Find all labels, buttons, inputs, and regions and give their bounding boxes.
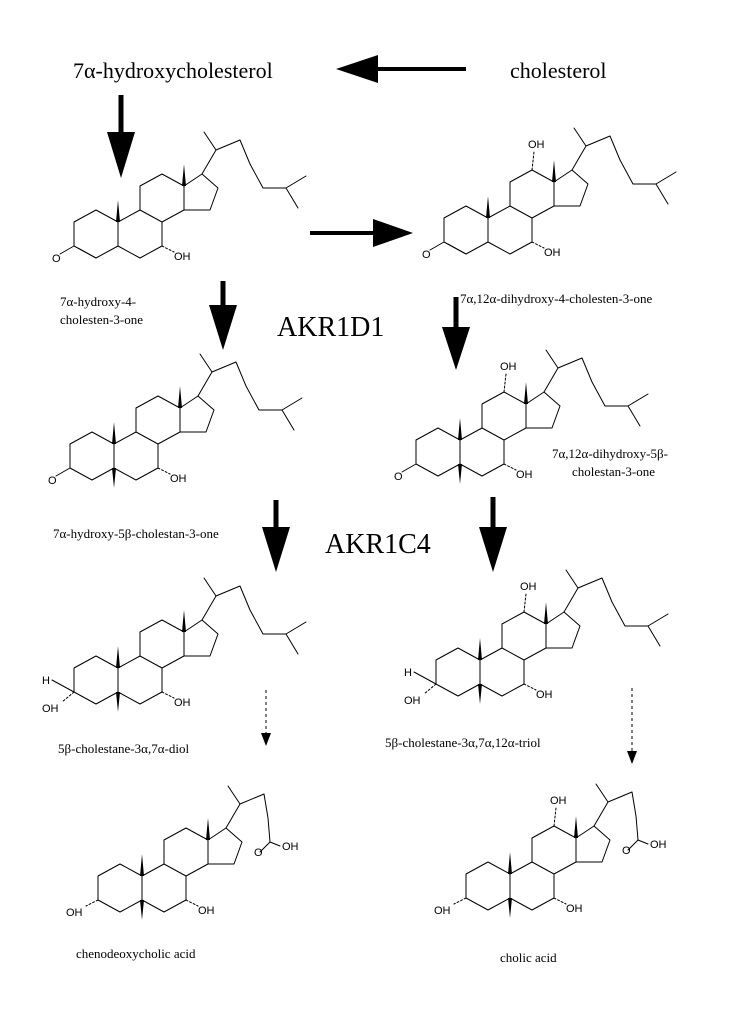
oxygen-atom: O <box>422 249 431 261</box>
oxygen-atom: O <box>622 845 631 857</box>
oxygen-atom: O <box>48 475 57 487</box>
c8-label: cholic acid <box>500 950 557 965</box>
c6-label: 5β-cholestane-3α,7α,12α-triol <box>385 735 541 750</box>
arrow-down-1 <box>107 95 135 178</box>
arrow-dashed-left <box>261 690 271 746</box>
c2-label: 7α,12α-dihydroxy-4-cholesten-3-one <box>460 291 653 306</box>
cholesterol-label: cholesterol <box>510 58 607 83</box>
hydroxyl-3-atom: OH <box>66 907 83 919</box>
c4-label-line1: 7α,12α-dihydroxy-5β- <box>552 446 668 461</box>
hydrogen-atom: H <box>404 667 412 679</box>
c3-label: 7α-hydroxy-5β-cholestan-3-one <box>53 526 219 541</box>
oxygen-atom: O <box>254 847 263 859</box>
hydroxyl-7-atom: OH <box>174 697 191 709</box>
hydroxyl-7-atom: OH <box>566 903 583 915</box>
hydroxycholesterol-label: 7α-hydroxycholesterol <box>73 58 273 83</box>
hydroxyl-3-atom: OH <box>434 905 451 917</box>
structure-5b-cholestane-3a-7a-12a-triol: H OH OH OH <box>404 569 669 707</box>
c7-label: chenodeoxycholic acid <box>76 946 196 961</box>
hydroxyl-12-atom: OH <box>520 581 537 593</box>
c1-label-line2: cholesten-3-one <box>60 312 143 327</box>
arrow-dashed-right <box>627 688 637 764</box>
hydroxyl-12-atom: OH <box>550 795 567 807</box>
hydroxyl-12-atom: OH <box>528 139 545 151</box>
hydroxyl-atom: OH <box>170 473 187 485</box>
c4-label-line2: cholestan-3-one <box>572 464 655 479</box>
arrow-down-akr1d1-right <box>442 297 470 370</box>
structure-cholic-acid: O OH OH OH OH <box>434 783 667 919</box>
structure-7a-12a-dihydroxy-5b-cholestan-3-one: O OH OH <box>394 349 649 484</box>
hydroxyl-acid-atom: OH <box>282 841 299 853</box>
hydroxyl-atom: OH <box>174 251 191 263</box>
arrow-down-akr1c4-left <box>262 500 290 572</box>
oxygen-atom: O <box>52 253 61 265</box>
enzyme-akr1d1-label: AKR1D1 <box>277 312 384 343</box>
c5-label: 5β-cholestane-3α,7α-diol <box>58 741 189 756</box>
structure-5b-cholestane-3a-7a-diol: H OH OH <box>42 577 307 715</box>
hydroxyl-atom: OH <box>516 469 533 481</box>
hydroxyl-atom: OH <box>544 247 561 259</box>
oxygen-atom: O <box>394 471 403 483</box>
hydroxyl-7-atom: OH <box>198 905 215 917</box>
hydroxyl-acid-atom: OH <box>650 839 667 851</box>
arrow-down-akr1d1-left <box>209 281 237 350</box>
structure-7a-hydroxy-4-cholesten-3-one: O OH <box>52 131 307 265</box>
hydroxyl-12-atom: OH <box>500 361 517 373</box>
arrow-right-1 <box>310 219 413 247</box>
hydroxyl-7-atom: OH <box>536 689 553 701</box>
arrow-cholesterol-to-hydroxy <box>336 55 466 83</box>
hydroxyl-3-atom: OH <box>404 695 421 707</box>
structure-7a-hydroxy-5b-cholestan-3-one: O OH <box>48 353 303 488</box>
enzyme-akr1c4-label: AKR1C4 <box>325 529 431 560</box>
structure-chenodeoxycholic-acid: O OH OH OH <box>66 785 299 921</box>
arrow-down-akr1c4-right <box>479 497 507 572</box>
c1-label-line1: 7α-hydroxy-4- <box>60 294 136 309</box>
hydrogen-atom: H <box>42 675 50 687</box>
structure-7a-12a-dihydroxy-4-cholesten-3-one: O OH OH <box>422 127 677 261</box>
hydroxyl-3-atom: OH <box>42 703 59 715</box>
